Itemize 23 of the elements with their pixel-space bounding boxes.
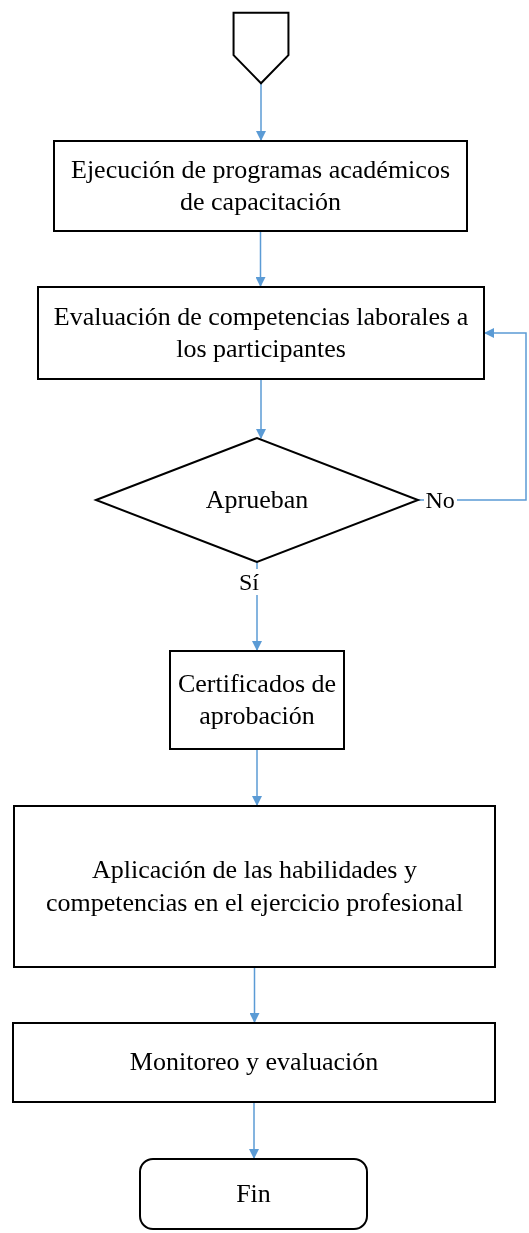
node-text: Aprueban xyxy=(205,483,309,516)
arrow xyxy=(256,83,266,141)
decision-diamond xyxy=(96,438,418,562)
arrow xyxy=(252,749,262,806)
node-text: Fin xyxy=(236,1177,271,1210)
process-box xyxy=(53,140,468,232)
process-box xyxy=(13,805,496,968)
node-text: Evaluación de competencias laborales a los participantes xyxy=(52,300,470,365)
node-text: Ejecución de programas académicos de capacitación xyxy=(70,153,451,218)
arrow xyxy=(417,328,527,501)
edge-label: Sí xyxy=(237,569,261,596)
arrow xyxy=(249,967,260,1023)
terminator-box xyxy=(139,1158,368,1230)
node-text: Aplicación de las habilidades y competencias en el ejercicio profesional xyxy=(44,854,465,919)
node-text: Certificados de aprobación xyxy=(177,667,337,732)
process-box xyxy=(37,286,485,380)
arrow xyxy=(249,1102,259,1159)
process-box xyxy=(169,650,345,750)
arrow xyxy=(255,231,266,287)
arrow xyxy=(256,379,266,439)
off-page-connector xyxy=(233,12,289,84)
process-box xyxy=(12,1022,496,1103)
node-text: Monitoreo y evaluación xyxy=(129,1046,379,1079)
